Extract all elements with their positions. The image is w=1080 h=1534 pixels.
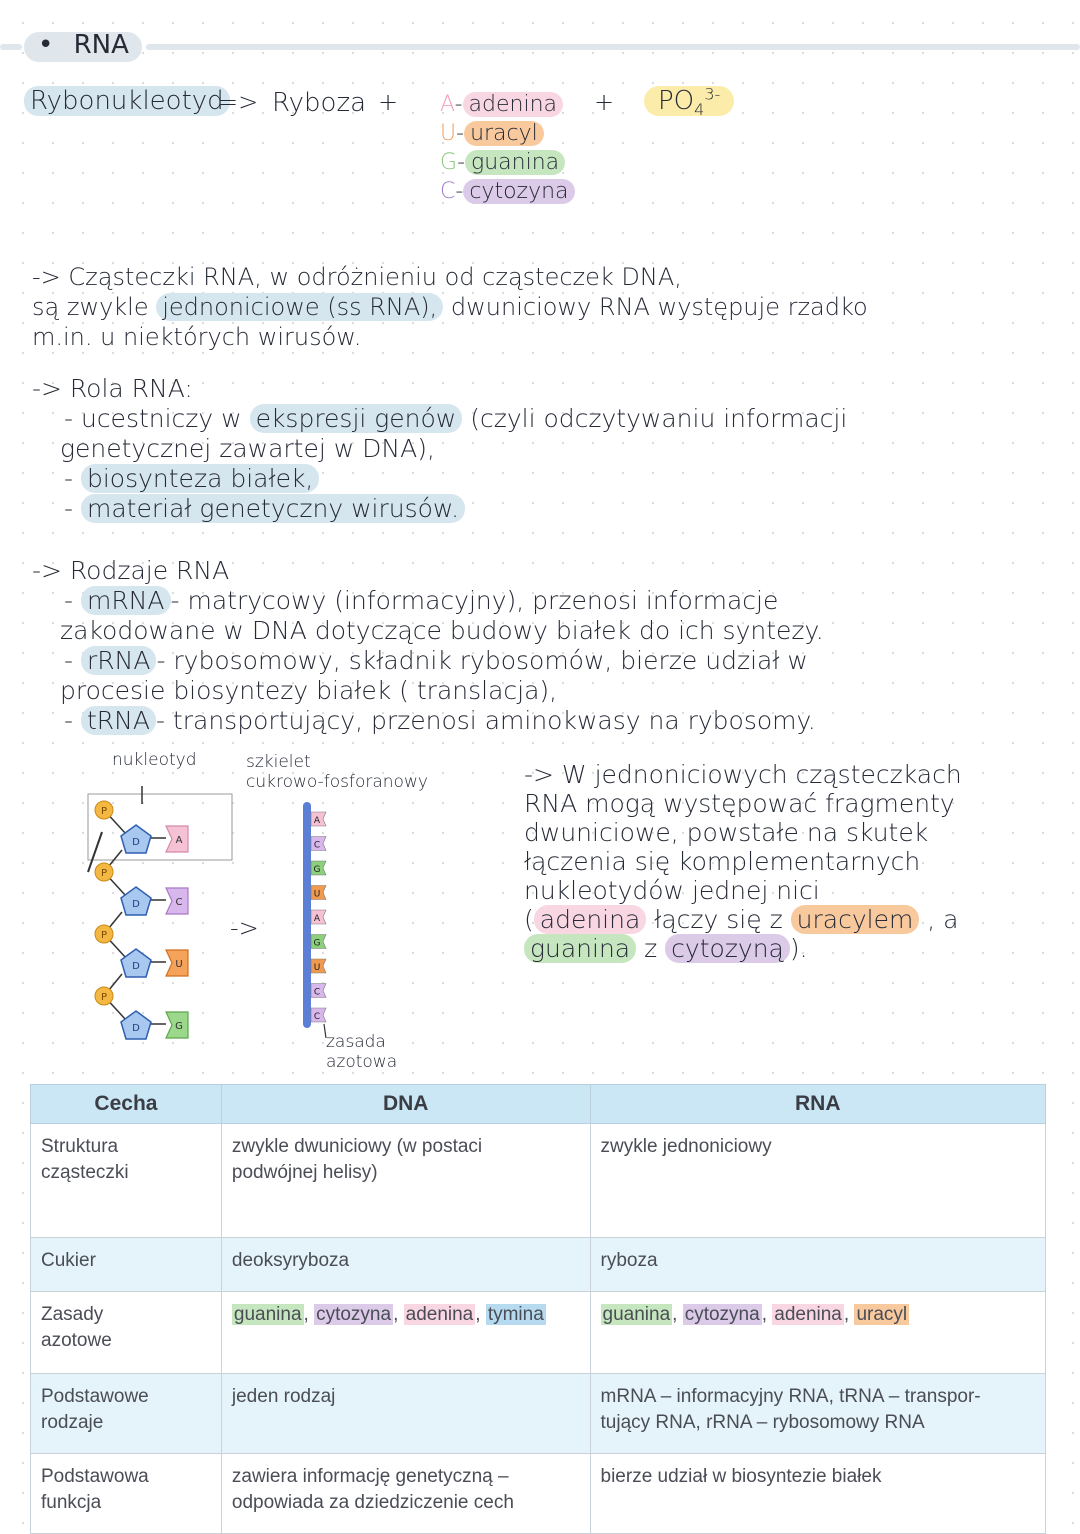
phosphate-letter: P [101,868,107,879]
base-shape [165,825,189,853]
table-row: Cukier deoksyryboza ryboza [30,1237,1047,1292]
phosphate-letter: P [101,806,107,817]
strand-base-letter: U [314,963,321,973]
strand-base-shape [310,1007,327,1023]
sugar-pentagon [120,824,152,854]
strand-base-letter: A [314,816,321,826]
rna-strand-diagram: A C G U A G U C C [303,802,327,1039]
table-row: Struktura cząsteczki zwykle dwuniciowy (… [30,1123,1047,1238]
cell-feature: Struktura cząsteczki [30,1123,222,1238]
page-title: • RNA [38,30,129,60]
role-title: -> Rola RNA: [32,374,193,403]
title-highlight [24,32,142,62]
header-rule [0,44,22,50]
nucleotide-label: nukleotyd [112,750,197,770]
cell-dna: deoksyryboza [220,1237,591,1292]
rna-intro-paragraph: -> Cząsteczki RNA, w odróżnieniu od cząs… [32,263,868,351]
sugar-letter: D [132,1023,140,1034]
cell-dna: guanina, cytozyna, adenina, tymina [220,1291,591,1374]
phosphate-circle [94,924,114,944]
phosphate-circle [94,800,114,820]
phosphate-letter: P [101,930,107,941]
base-label: zasada azotowa [326,1032,398,1072]
cell-dna: zawiera informację genetyczną – odpowiad… [220,1453,591,1534]
strand-base-letter: G [314,939,321,949]
strand-base-letter: C [314,1012,320,1022]
table-row: Zasady azotowe guanina, cytozyna, adenin… [30,1291,1047,1374]
strand-base-shape [310,836,327,851]
types-section: -> Rodzaje RNA - mRNA- matrycowy (inform… [32,556,824,735]
base-shape [165,1011,189,1039]
cell-rna: guanina, cytozyna, adenina, uracyl [589,1291,1047,1374]
sugar-pentagon [120,886,152,916]
sugar-letter: D [132,961,140,972]
diagram-arrow: -> [230,914,259,942]
base-letter: G [175,1021,183,1032]
types-title: -> Rodzaje RNA [32,556,230,585]
base-uracyl: U-uracyl [440,119,575,148]
phosphate-circle [94,862,114,882]
cell-rna: ryboza [589,1237,1047,1292]
strand-base-letter: A [314,914,321,924]
header-dna: DNA [220,1084,591,1124]
role-section: -> Rola RNA: - ucestniczy w ekspresji ge… [32,374,848,523]
sugar-letter: D [132,837,140,848]
cell-feature: Podstawowe rodzaje [30,1373,222,1454]
table-row: Podstawowa funkcja zawiera informację ge… [30,1453,1047,1534]
phosphate-letter: P [101,992,107,1003]
ryboza-label: Ryboza [272,88,367,118]
base-letter: C [176,897,183,908]
sugar-pentagon [120,948,152,978]
base-adenina: A-adenina [440,90,575,119]
cell-rna: mRNA – informacyjny RNA, tRNA – transpor… [589,1373,1047,1454]
plus-sign: + [594,88,615,116]
cell-feature: Cukier [30,1237,222,1292]
base-guanina: G-guanina [440,148,575,177]
strand-base-shape [310,983,327,998]
plus-sign: + [378,88,399,116]
cell-feature: Zasady azotowe [30,1291,222,1374]
phosphate-label: PO43- [644,84,735,119]
base-letter: U [175,959,182,970]
header-rule [146,44,1080,50]
base-list: A-adenina U-uracyl G-guanina C-cytozyna [440,90,575,206]
strand-base-letter: U [314,890,321,900]
strand-base-shape [310,860,327,876]
nucleotide-box [87,793,233,861]
cell-dna: zwykle dwuniciowy (w postaci podwójnej h… [220,1123,591,1238]
phosphate-circle [94,986,114,1006]
rybonukleotyd-label: Rybonukleotyd [24,86,230,116]
table-header-row: Cecha DNA RNA [30,1084,1047,1124]
cell-dna: jeden rodzaj [220,1373,591,1454]
strand-base-shape [310,909,327,925]
title-bullet: • [38,30,54,60]
table-row: Podstawowe rodzaje jeden rodzaj mRNA – i… [30,1373,1047,1454]
strand-base-letter: C [314,988,320,998]
sugar-pentagon [120,1010,152,1040]
title-text: RNA [73,30,129,60]
sugar-letter: D [132,899,140,910]
base-shape [165,949,189,977]
strand-base-shape [310,885,327,900]
strand-base-letter: G [314,865,321,875]
nucleotide-chain-diagram: P D A P D C P D U P D G [87,786,233,1040]
side-note: -> W jednoniciowych cząsteczkach RNA mog… [524,760,962,963]
strand-base-shape [310,934,327,949]
cell-rna: zwykle jednoniciowy [589,1123,1047,1238]
cell-rna: bierze udział w biosyntezie białek [589,1453,1047,1534]
sugar-phosphate-backbone [303,802,311,1028]
header-rna: RNA [589,1084,1047,1124]
base-cytozyna: C-cytozyna [440,177,575,206]
strand-base-shape [310,958,327,974]
base-shape [165,887,189,915]
header-cecha: Cecha [30,1084,222,1124]
dna-rna-comparison-table: Cecha DNA RNA Struktura cząsteczki zwykl… [30,1084,1047,1534]
strand-base-letter: C [314,841,320,851]
formula-arrow: => [218,88,259,116]
cell-feature: Podstawowa funkcja [30,1453,222,1534]
strand-base-shape [310,811,327,827]
backbone-label: szkielet cukrowo-fosforanowy [246,752,428,792]
base-letter: A [176,835,183,846]
